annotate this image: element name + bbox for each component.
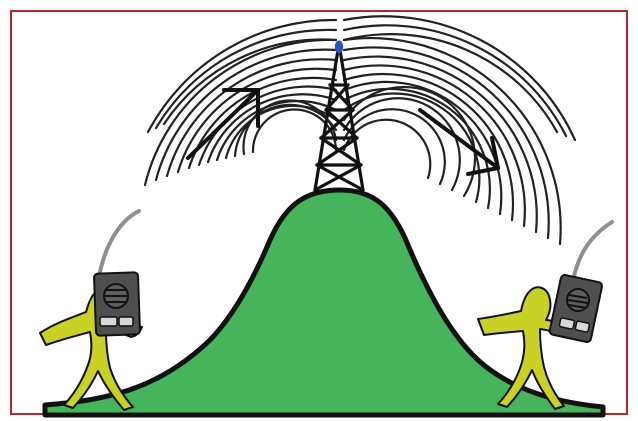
tower-beacon bbox=[335, 41, 343, 54]
radio-waves-left bbox=[145, 20, 336, 185]
walkie-talkie-right-icon bbox=[549, 222, 612, 343]
walkie-talkie-left-icon bbox=[94, 211, 140, 336]
